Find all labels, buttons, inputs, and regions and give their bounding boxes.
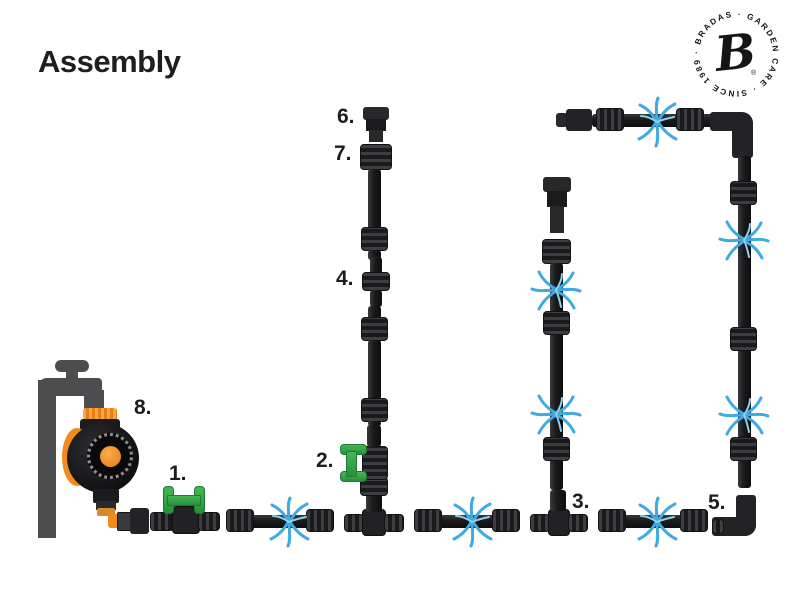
- water-spray-icon: [716, 214, 772, 266]
- hose-coupler: [730, 181, 757, 205]
- hose-coupler: [680, 509, 708, 532]
- coupling4-body: [362, 272, 390, 291]
- hose-coupler: [492, 509, 520, 532]
- tee2-riser-stub: [366, 491, 382, 512]
- dripper-tip-cap: [543, 177, 571, 192]
- quick-connector-tip: [108, 514, 119, 528]
- hose-coupler: [596, 108, 624, 131]
- tee3-body: [548, 509, 570, 536]
- hose-coupler: [730, 327, 757, 351]
- callout-5: 5.: [708, 491, 726, 514]
- mister-nozzle-stem: [369, 130, 383, 142]
- page-title: Assembly: [38, 44, 181, 79]
- end-cap-body: [566, 109, 592, 131]
- tee2-barb-right: [384, 514, 404, 532]
- water-spray-icon: [631, 494, 683, 550]
- tee3-riser-stub: [550, 490, 566, 511]
- valve1-barb-right: [198, 512, 220, 531]
- callout-2: 2.: [316, 449, 334, 472]
- quick-connector-body: [130, 508, 149, 534]
- hose-coupler: [226, 509, 254, 532]
- callout-8: 8.: [134, 396, 152, 419]
- coupling4-stub-top: [370, 257, 382, 274]
- water-spray-icon: [528, 388, 584, 440]
- hose-coupler: [676, 108, 704, 131]
- callout-1: 1.: [169, 462, 187, 485]
- callout-6: 6.: [337, 105, 355, 128]
- mister-nozzle-cap: [363, 107, 389, 120]
- water-spray-icon: [528, 264, 584, 316]
- riser-pipe-segment: [368, 421, 381, 426]
- hose-coupler: [361, 317, 388, 341]
- tap-standpipe: [38, 380, 56, 538]
- hose-coupler: [598, 509, 626, 532]
- tap-handle-stem: [66, 369, 78, 381]
- coupling4-stub-bottom: [370, 290, 382, 307]
- valve2-handle-bridge: [346, 451, 357, 477]
- hose-coupler: [730, 437, 757, 461]
- valve1-barb-left: [150, 512, 174, 531]
- water-spray-icon: [631, 94, 683, 150]
- timer-dial-knob: [100, 446, 121, 467]
- brand-logo-svg: · BRADAS · GARDEN CARE · SINCE 1989 B ®: [692, 10, 779, 98]
- tap-spout: [84, 390, 104, 412]
- hose-coupler: [361, 398, 388, 422]
- water-spray-icon: [446, 494, 498, 550]
- hose-coupler: [306, 509, 334, 532]
- elbow-top-vertical-arm: [732, 112, 753, 158]
- brand-logo: · BRADAS · GARDEN CARE · SINCE 1989 B ®: [690, 8, 782, 100]
- callout-7: 7.: [334, 142, 352, 165]
- logo-monogram: B: [710, 23, 758, 83]
- valve2-stub-top: [367, 425, 381, 447]
- callout-4: 4.: [336, 267, 354, 290]
- tee2-body: [362, 509, 386, 536]
- timer-tap-collar: [83, 408, 117, 421]
- hose-coupler: [543, 311, 570, 335]
- callout-3: 3.: [572, 490, 590, 513]
- tee3-barb-right: [568, 514, 588, 532]
- dripper-tip-stem: [550, 206, 564, 233]
- mister-nozzle-mid: [366, 119, 386, 131]
- end-cap-tip: [556, 113, 568, 127]
- timer-outlet-nut: [96, 501, 116, 510]
- valve1-handle-bridge: [167, 495, 201, 506]
- logo-registered-mark: ®: [751, 69, 757, 77]
- water-spray-icon: [263, 494, 315, 550]
- tap-handle: [55, 360, 89, 372]
- elbow5-barb: [712, 519, 724, 534]
- riser-pipe-segment: [368, 250, 381, 260]
- hose-coupler: [543, 437, 570, 461]
- riser-pipe-segment: [368, 340, 381, 400]
- hose-coupler: [542, 239, 571, 264]
- dripper-tip-mid: [547, 191, 567, 207]
- hose-coupler: [361, 227, 388, 251]
- tee2-barb-left: [344, 514, 364, 532]
- tee3-barb-left: [530, 514, 550, 532]
- hose-coupler: [414, 509, 442, 532]
- water-spray-icon: [716, 389, 772, 441]
- timer-outlet-tip: [97, 508, 115, 516]
- riser-pipe-segment: [368, 169, 381, 230]
- riser-pipe-segment: [368, 306, 381, 319]
- nozzle-holder-clamp: [360, 144, 392, 170]
- timer-outlet: [93, 489, 119, 503]
